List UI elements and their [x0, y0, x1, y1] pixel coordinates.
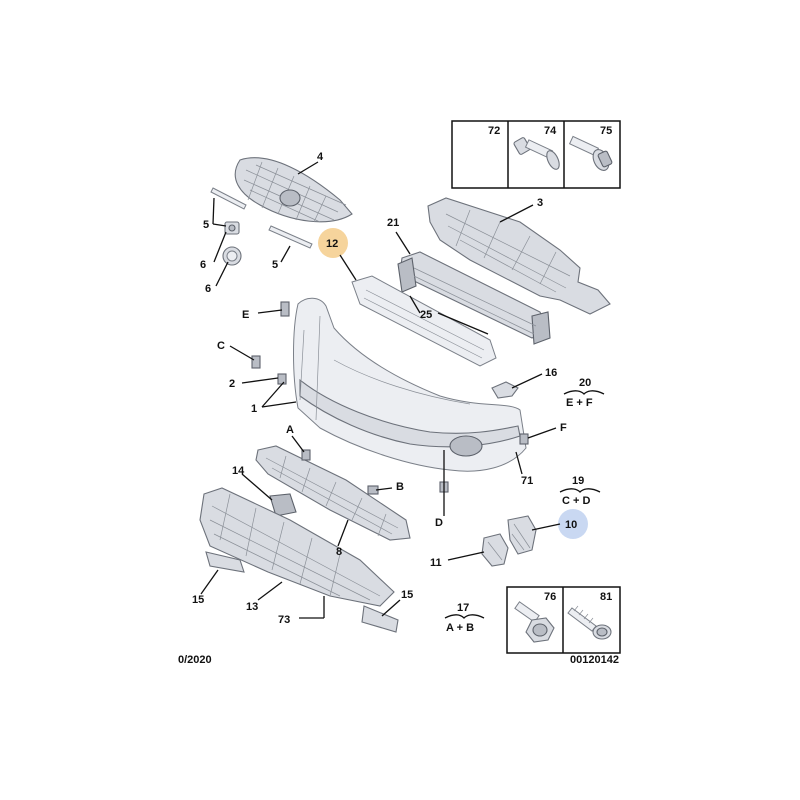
footer-date: 0/2020: [178, 654, 212, 666]
callout-D: D: [435, 517, 443, 529]
footer-reference: 00120142: [570, 654, 619, 666]
combo-19-formula: C + D: [562, 495, 590, 507]
lower-grille: [255, 445, 411, 541]
callout-labels: 4 3 5 21 12 6 5 6 25 E C 2 1 16 F A 14 7…: [192, 151, 577, 626]
callout-13: 13: [246, 601, 258, 613]
callout-71: 71: [521, 475, 533, 487]
bolt-75-icon: [568, 135, 613, 171]
underbody-shield: [199, 487, 395, 607]
combo-19: 19 C + D: [559, 475, 601, 507]
bumper-shell: [293, 297, 527, 472]
badge-holder: [224, 221, 240, 235]
combo-17-brace: [444, 614, 485, 619]
clip-A: [301, 449, 311, 461]
clip-F: [519, 433, 529, 445]
callout-15-left: 15: [192, 594, 204, 606]
combo-19-number: 19: [572, 475, 584, 487]
fastener-box-bottom: 76 81: [506, 586, 621, 654]
combo-17: 17 A + B: [444, 602, 485, 634]
fog-lamp-cover-11: [481, 533, 509, 567]
combo-17-formula: A + B: [446, 622, 474, 634]
callout-14: 14: [232, 465, 245, 477]
deflector-15-left: [205, 551, 245, 573]
highlight-12: [318, 228, 348, 258]
bracket-16: [491, 381, 519, 399]
chrome-strip-upper: [210, 187, 247, 210]
label-74: 74: [544, 125, 557, 137]
callout-E: E: [242, 309, 249, 321]
bracket-2: [277, 373, 287, 385]
callout-11: 11: [430, 557, 442, 569]
deflector-15-right: [361, 605, 399, 633]
combo-20-brace: [563, 390, 605, 395]
bumper-reinforcement-beam: [397, 251, 551, 345]
callout-15-right: 15: [401, 589, 413, 601]
callout-2: 2: [229, 378, 235, 390]
callout-5-upper: 5: [203, 219, 209, 231]
callout-A: A: [286, 424, 294, 436]
callout-4: 4: [317, 151, 324, 163]
combo-19-brace: [559, 488, 601, 493]
callout-8: 8: [336, 546, 342, 558]
callout-73: 73: [278, 614, 290, 626]
callout-C: C: [217, 340, 225, 352]
cover-14: [269, 493, 297, 517]
clip-E: [280, 301, 290, 317]
callout-10: 10: [565, 519, 577, 531]
leader-lines: [200, 161, 561, 619]
fastener-box-top: 72 74 75: [451, 120, 621, 189]
callout-3: 3: [537, 197, 543, 209]
callout-5-lower: 5: [272, 259, 278, 271]
badge-emblem: [222, 246, 242, 266]
callout-25: 25: [420, 309, 432, 321]
label-76: 76: [544, 591, 556, 603]
upper-support-panel: [427, 197, 611, 315]
combo-20-number: 20: [579, 377, 591, 389]
combo-20-formula: E + F: [566, 397, 593, 409]
callout-21: 21: [387, 217, 399, 229]
chrome-strip-lower: [268, 225, 313, 249]
fog-lamp-cover-10: [507, 515, 537, 555]
callout-6-lower: 6: [205, 283, 211, 295]
callout-12: 12: [326, 238, 338, 250]
screw-81-icon: [567, 605, 612, 640]
combo-17-number: 17: [457, 602, 469, 614]
bolt-76-icon: [514, 601, 555, 643]
callout-6-upper: 6: [200, 259, 206, 271]
callout-16: 16: [545, 367, 557, 379]
callout-B: B: [396, 481, 404, 493]
combo-20: 20 E + F: [563, 377, 605, 409]
bolt-74-icon: [513, 137, 560, 170]
highlight-10: [558, 509, 588, 539]
label-81: 81: [600, 591, 612, 603]
callout-F: F: [560, 422, 567, 434]
label-72: 72: [488, 125, 500, 137]
clip-C: [251, 355, 261, 369]
front-grille: [234, 157, 353, 223]
label-75: 75: [600, 125, 612, 137]
impact-absorber: [351, 275, 497, 367]
callout-1: 1: [251, 403, 257, 415]
